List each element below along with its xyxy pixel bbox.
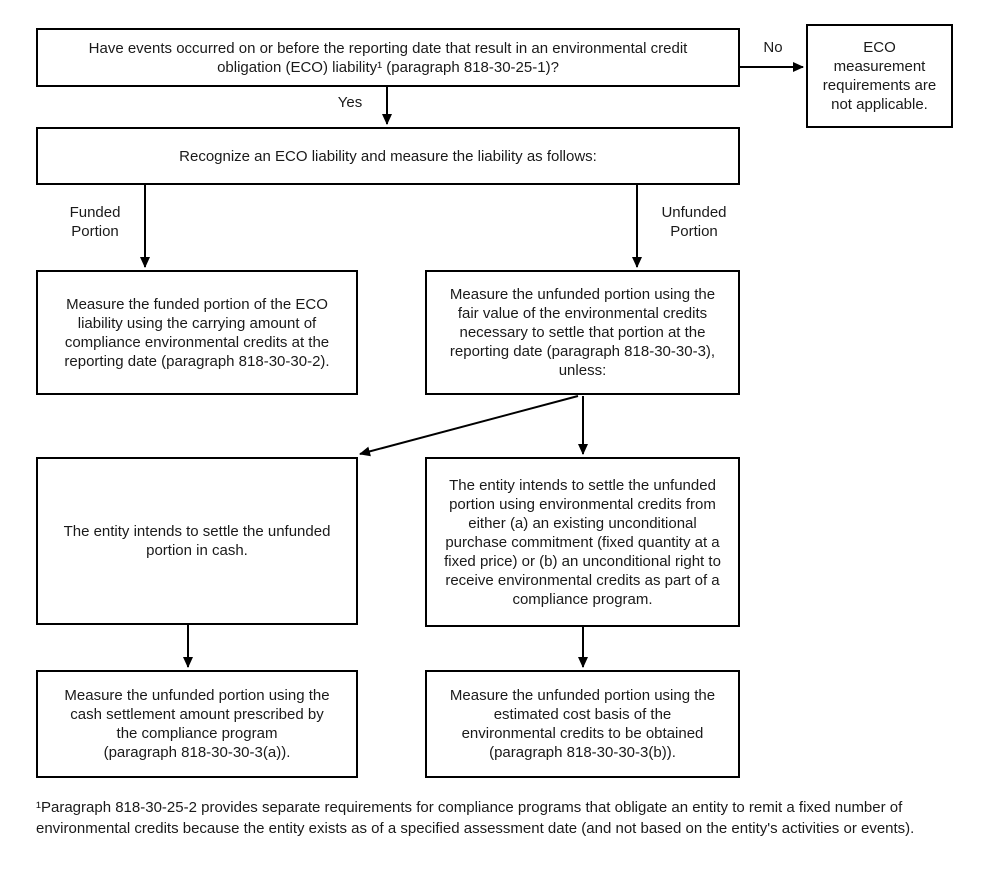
eco-not-applicable-text: ECO measurement requirements are not app…	[822, 39, 937, 113]
recognize-liability-box: Recognize an ECO liability and measure t…	[36, 127, 740, 185]
funded-measure-box: Measure the funded portion of the ECO li…	[36, 270, 358, 395]
eco-not-applicable-box: ECO measurement requirements are not app…	[806, 24, 953, 128]
credits-intent-text: The entity intends to settle the unfunde…	[444, 476, 721, 608]
cost-basis-measure-text: Measure the unfunded portion using the e…	[449, 687, 716, 761]
credits-intent-box: The entity intends to settle the unfunde…	[425, 457, 740, 627]
yes-edge-label: Yes	[337, 94, 363, 111]
arrow-to-cash-intent	[359, 395, 579, 457]
question-text: Have events occurred on or before the re…	[88, 39, 688, 76]
no-edge-label: No	[763, 39, 783, 56]
footnote: ¹Paragraph 818-30-25-2 provides separate…	[36, 797, 976, 839]
unfunded-portion-edge-label: Unfunded Portion	[661, 204, 727, 240]
unfunded-measure-box: Measure the unfunded portion using the f…	[425, 270, 740, 395]
funded-measure-text: Measure the funded portion of the ECO li…	[64, 295, 330, 370]
cash-intent-box: The entity intends to settle the unfunde…	[36, 457, 358, 625]
cash-intent-text: The entity intends to settle the unfunde…	[63, 523, 331, 559]
unfunded-measure-text: Measure the unfunded portion using the f…	[449, 286, 716, 379]
question-box: Have events occurred on or before the re…	[36, 28, 740, 87]
cost-basis-measure-box: Measure the unfunded portion using the e…	[425, 670, 740, 778]
cash-settlement-measure-box: Measure the unfunded portion using the c…	[36, 670, 358, 778]
recognize-liability-text: Recognize an ECO liability and measure t…	[179, 147, 597, 165]
funded-portion-edge-label: Funded Portion	[69, 204, 121, 240]
cash-settlement-measure-text: Measure the unfunded portion using the c…	[64, 687, 330, 761]
footnote-text: ¹Paragraph 818-30-25-2 provides separate…	[36, 799, 915, 837]
